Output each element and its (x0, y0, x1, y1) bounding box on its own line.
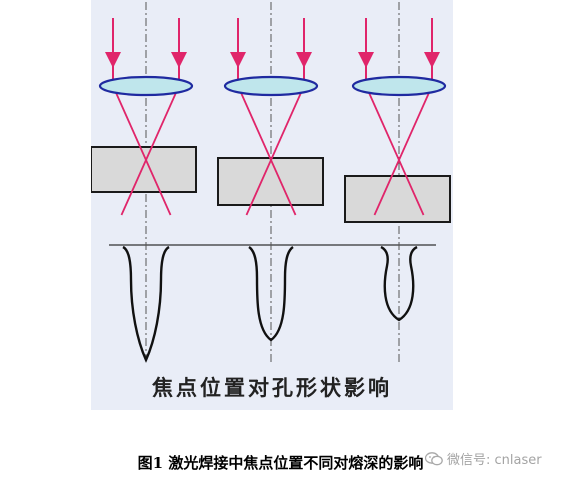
keyhole-profile-2 (248, 246, 294, 342)
beam-converge-right-2 (245, 85, 305, 216)
beam-converge-right-3 (373, 85, 433, 216)
keyhole-profile-1 (122, 245, 170, 363)
workpiece-block-2 (217, 157, 324, 206)
keyhole-profile-3 (380, 245, 418, 322)
focus-diagram (91, 2, 451, 363)
panel-caption: 焦点位置对孔形状影响 (152, 376, 392, 400)
wechat-icon (424, 451, 443, 466)
figure-panel: 焦点位置对孔形状影响 (91, 0, 453, 410)
watermark: 微信号: cnlaser (424, 449, 542, 468)
lens-1 (98, 75, 194, 97)
workpiece-block-3 (344, 175, 451, 223)
beam-converge-right-1 (120, 85, 180, 216)
figure-caption: 图1 激光焊接中焦点位置不同对熔深的影响 (137, 454, 424, 472)
lens-3 (351, 75, 447, 97)
lens-2 (223, 75, 319, 97)
beam-converge-left-2 (237, 85, 297, 216)
beam-converge-left-3 (365, 85, 425, 216)
watermark-label: 微信号: cnlaser (447, 453, 542, 468)
beam-converge-left-1 (112, 85, 172, 216)
